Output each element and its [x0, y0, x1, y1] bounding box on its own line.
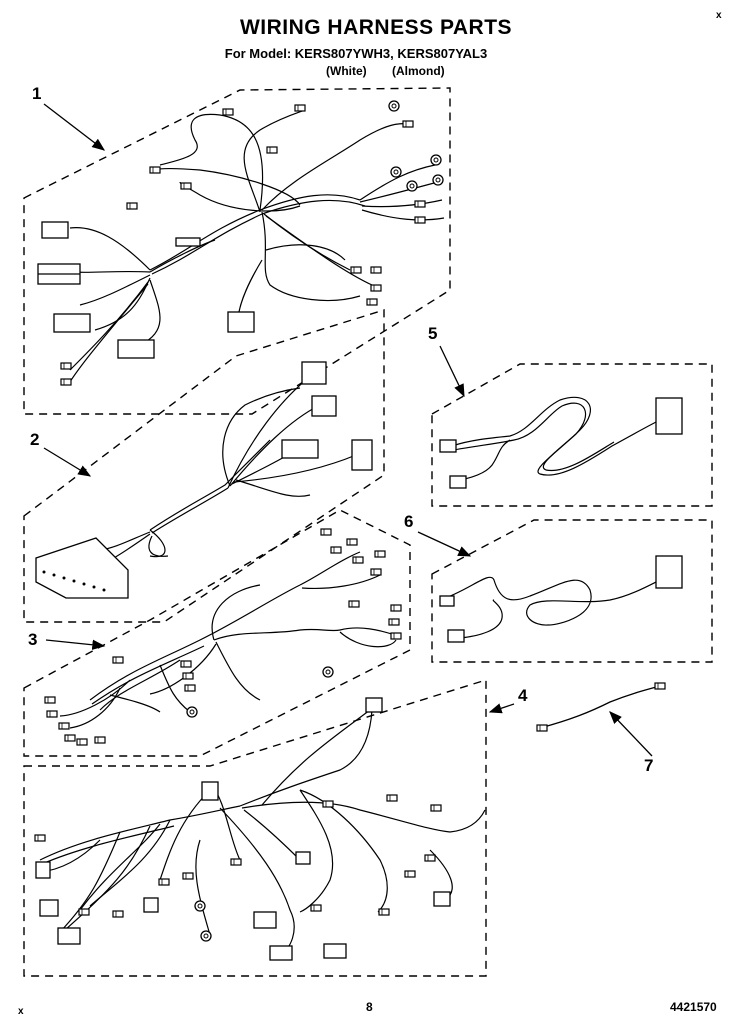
harness-3-wires: [59, 551, 399, 729]
harness-6-outline: [431, 519, 713, 663]
harness-1-wires: [59, 109, 445, 386]
part-7-wire: [539, 685, 661, 729]
variant-white: (White): [326, 64, 367, 78]
harness-5-outline: [431, 363, 713, 507]
corner-mark-top: x: [716, 10, 722, 21]
model-line: For Model: KERS807YWH3, KERS807YAL3: [224, 46, 488, 61]
callout-7: 7: [644, 756, 654, 775]
page-number: 8: [366, 1000, 373, 1014]
harness-1-connectors: [37, 221, 255, 359]
harness-4-outline: [23, 679, 487, 977]
callout-6: 6: [404, 512, 414, 531]
callout-3: 3: [28, 630, 38, 649]
corner-mark-bottom: x: [18, 1006, 24, 1017]
harness-2-connectors: [35, 361, 373, 599]
variant-almond: (Almond): [392, 64, 445, 78]
harness-5-connectors: [439, 397, 683, 489]
harness-3-outline: [23, 509, 411, 757]
harness-1-outline: [23, 87, 451, 415]
part-number: 4421570: [670, 1000, 717, 1014]
harness-4-wires: [39, 709, 486, 956]
harness-6-wires: [439, 576, 661, 639]
harness-4-connectors: [35, 697, 451, 961]
harness-2-pins: [42, 570, 106, 592]
callout-5: 5: [428, 324, 438, 343]
page-title: WIRING HARNESS PARTS: [239, 16, 513, 39]
harness-5-wires: [451, 396, 661, 481]
callout-4: 4: [518, 686, 528, 705]
callout-2: 2: [30, 430, 40, 449]
callout-1: 1: [32, 84, 42, 103]
callout-arrows: [43, 103, 653, 757]
harness-4-terminals: [34, 794, 442, 942]
harness-6-connectors: [439, 555, 683, 643]
